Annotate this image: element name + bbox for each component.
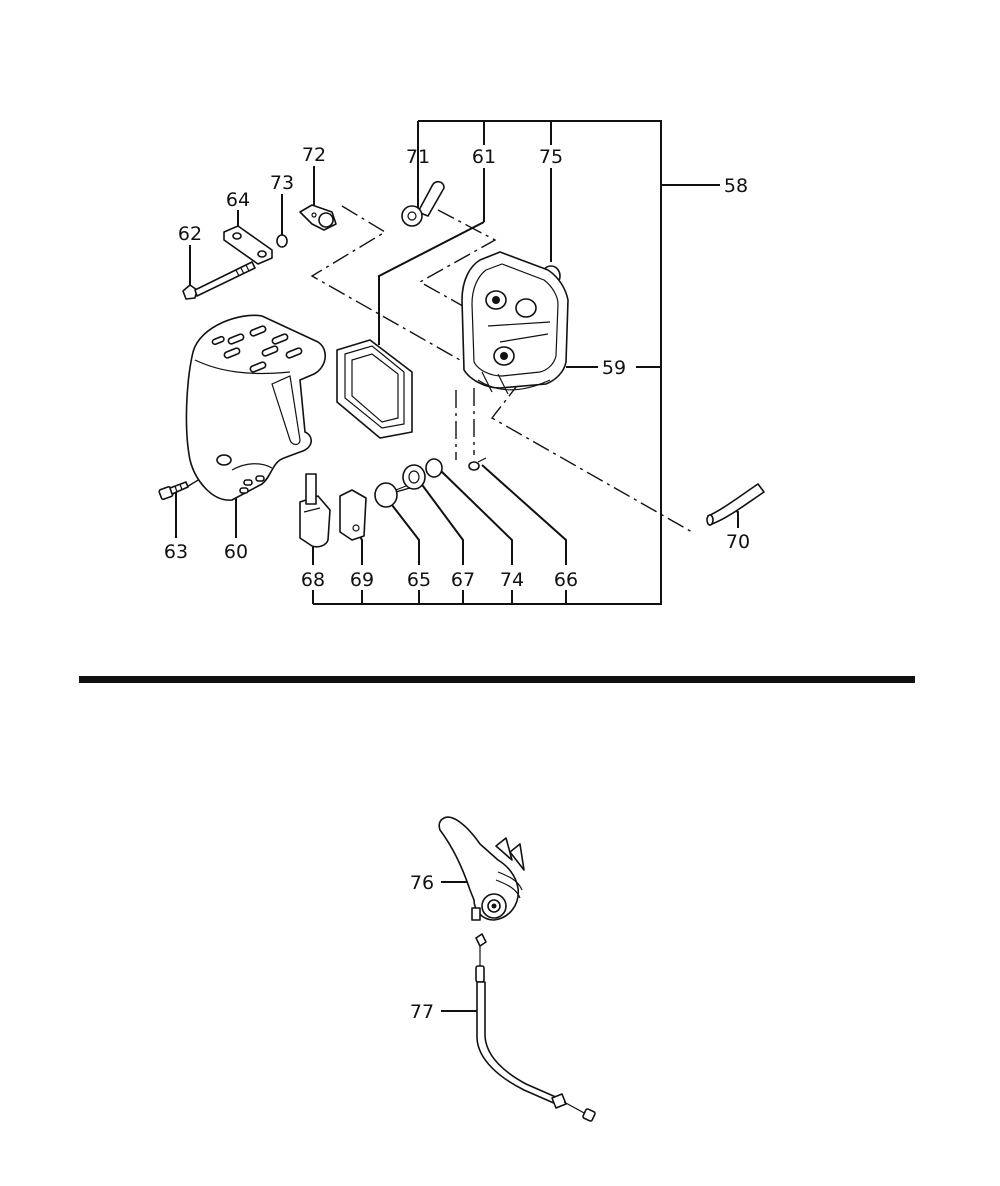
valve-plate (402, 464, 426, 490)
label-75: 75 (539, 146, 563, 168)
air-filter-element (336, 339, 413, 439)
throttle-cable (475, 933, 596, 1122)
air-cleaner-cover (185, 314, 326, 501)
cover-vent-slots (211, 325, 303, 494)
label-58: 58 (724, 175, 748, 197)
label-61: 61 (472, 146, 496, 168)
label-59: 59 (602, 357, 626, 379)
label-65: 65 (407, 569, 431, 591)
leader-lines (175, 166, 739, 1012)
small-screw (468, 457, 487, 471)
assembly-bracket-lines (312, 120, 720, 605)
valve-cap (374, 482, 407, 508)
filter-gasket (339, 489, 367, 541)
label-74: 74 (500, 569, 524, 591)
assembly-58-bracket (313, 120, 662, 605)
bracket-plate (223, 225, 273, 265)
element-holder (299, 473, 331, 548)
choke-gear (299, 204, 337, 231)
label-60: 60 (224, 541, 248, 563)
small-washer (276, 234, 288, 248)
label-63: 63 (164, 541, 188, 563)
label-68: 68 (301, 569, 325, 591)
air-cleaner-base (461, 251, 569, 395)
label-64: 64 (226, 189, 250, 211)
label-72: 72 (302, 144, 326, 166)
breather-hose (706, 483, 765, 526)
label-69: 69 (350, 569, 374, 591)
section-divider (79, 676, 915, 683)
label-73: 73 (270, 172, 294, 194)
alignment-guides (184, 205, 693, 533)
label-67: 67 (451, 569, 475, 591)
throttle-lever (438, 816, 525, 921)
long-bolt (182, 261, 256, 300)
cover-screw (158, 481, 189, 500)
label-71: 71 (406, 146, 430, 168)
part-number-labels: 71 61 75 58 72 73 64 62 59 63 60 70 68 6… (164, 144, 750, 1023)
o-ring-74 (425, 458, 443, 478)
label-70: 70 (726, 531, 750, 553)
choke-lever (401, 180, 445, 227)
label-62: 62 (178, 223, 202, 245)
label-66: 66 (554, 569, 578, 591)
label-77: 77 (410, 1001, 434, 1023)
label-76: 76 (410, 872, 434, 894)
